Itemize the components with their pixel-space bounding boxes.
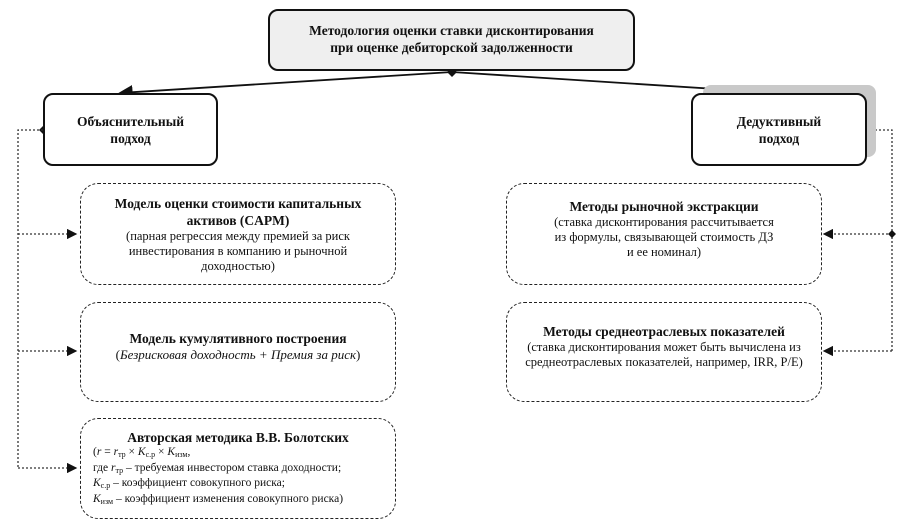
capm-title-line-1: Модель оценки стоимости капитальных [114,196,362,211]
title-box: Методология оценки ставки дисконтировани… [268,9,635,71]
explanatory-approach-line-2: подход [110,131,151,146]
capm-title-line-2: активов (CAPM) [186,213,290,228]
industry-averages-desc-line-1: (ставка дисконтирования может быть вычис… [527,340,801,354]
cumulative-model-desc: (Безрисковая доходность + Премия за риск… [115,347,361,362]
bolotskikh-title: Авторская методика В.В. Болотских [127,430,349,445]
capm-desc-line-2: инвестирования в компанию и рыночной [128,244,348,258]
deductive-approach-line-1: Дедуктивный [736,114,822,129]
cumulative-model-box: Модель кумулятивного построения (Безриск… [80,302,396,402]
explanatory-approach-box: Объяснительный подход [43,93,218,166]
title-line-1: Методология оценки ставки дисконтировани… [309,23,594,38]
explanatory-approach-line-1: Объяснительный [76,114,185,129]
title-line-2: при оценке дебиторской задолженности [330,40,573,55]
industry-averages-desc-line-2: среднеотраслевых показателей, например, … [525,355,803,369]
bolotskikh-formula: (r = rтр × Kс.р × Kизм, где rтр – требуе… [81,446,395,508]
market-extraction-desc-line-2: из формулы, связывающей стоимость ДЗ [554,230,774,244]
industry-averages-box: Методы среднеотраслевых показателей (ста… [506,302,822,402]
market-extraction-desc-line-3: и ее номинал) [626,245,702,259]
formula-line-2: где rтр – требуемая инвестором ставка до… [93,461,342,475]
arrow-to-left-approach [118,71,453,100]
bolotskikh-method-box: Авторская методика В.В. Болотских (r = r… [80,418,396,519]
capm-desc-line-3: доходностью) [201,259,275,273]
capm-box: Модель оценки стоимости капитальных акти… [80,183,396,285]
industry-averages-title: Методы среднеотраслевых показателей [543,324,785,339]
capm-desc-line-1: (парная регрессия между премией за риск [126,229,350,243]
formula-line-3: Kс.р – коэффициент совокупного риска; [93,477,285,490]
market-extraction-title: Методы рыночной экстракции [569,199,759,214]
market-extraction-desc-line-1: (ставка дисконтирования рассчитывается [554,215,774,229]
deductive-approach-line-2: подход [758,131,800,146]
formula-line-1: (r = rтр × Kс.р × Kизм, [93,446,191,459]
market-extraction-box: Методы рыночной экстракции (ставка диско… [506,183,822,285]
cumulative-model-title: Модель кумулятивного построения [129,331,347,346]
deductive-approach-box: Дедуктивный подход [691,93,867,166]
formula-line-4: Kизм – коэффициент изменения совокупного… [93,492,344,506]
